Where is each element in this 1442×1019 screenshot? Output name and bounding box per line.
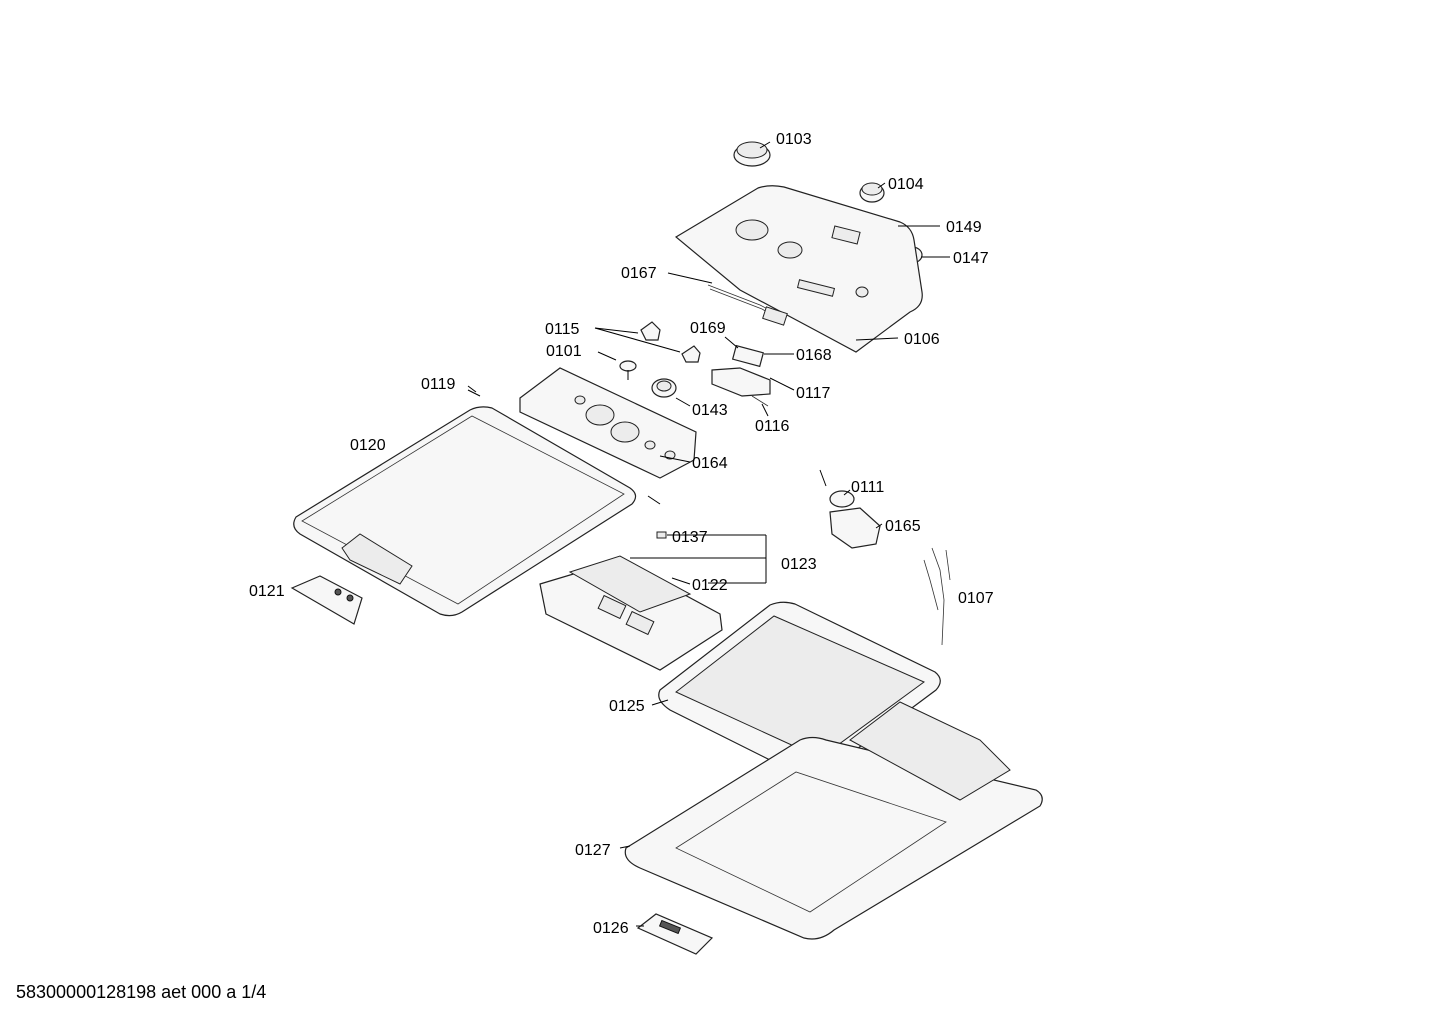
callout-0137: 0137 [672,529,708,546]
callout-0117: 0117 [796,385,831,402]
callout-0120: 0120 [350,437,386,454]
part-0111-cap [819,469,855,508]
callout-0101: 0101 [546,343,582,360]
part-0126-latch [636,913,714,955]
part-0119-spring [467,389,481,397]
part-0143-insert [651,378,677,398]
part-0137-clip [656,531,667,539]
drawing-footer-id: 58300000128198 aet 000 a 1/4 [16,982,266,1002]
callout-labels: 0103 0104 0149 0147 0167 0106 0115 0169 … [249,131,994,937]
callout-0123: 0123 [781,556,817,573]
callout-0116: 0116 [755,418,790,435]
callout-0121: 0121 [249,583,285,600]
part-0123-dispenser [539,555,723,671]
callout-0122: 0122 [692,577,728,594]
callout-0127: 0127 [575,842,611,859]
part-0168-switch [731,344,765,368]
leader-lines [467,141,950,927]
callout-0104: 0104 [888,176,924,193]
callout-0149: 0149 [946,219,982,236]
callout-0164: 0164 [692,455,728,472]
part-0165-valve [829,507,881,549]
part-0167-harness [707,284,788,326]
part-0106-panel-cover [674,185,923,353]
callout-0119: 0119 [421,376,456,393]
part-0101-screw [619,360,637,380]
part-0120-lid [293,406,637,617]
callout-0169: 0169 [690,320,726,337]
callout-0106: 0106 [904,331,940,348]
part-0107-cable [923,547,951,646]
part-0115-clips [640,321,701,363]
part-0127-frame [624,701,1043,940]
callout-0126: 0126 [593,920,629,937]
callout-0143: 0143 [692,402,728,419]
callout-0167: 0167 [621,265,657,282]
callout-0147: 0147 [953,250,989,267]
part-0121-handle [290,575,363,625]
part-0104-knob [859,182,885,203]
callout-0107: 0107 [958,590,994,607]
part-0116-switch-block [711,367,771,407]
part-0164-electronic-module [519,367,697,479]
callout-0168: 0168 [796,347,832,364]
callout-0125: 0125 [609,698,645,715]
callout-0165: 0165 [885,518,921,535]
callout-0103: 0103 [776,131,812,148]
callout-0111: 0111 [851,479,884,496]
callout-0115: 0115 [545,321,580,338]
part-0103-knob [733,141,771,167]
